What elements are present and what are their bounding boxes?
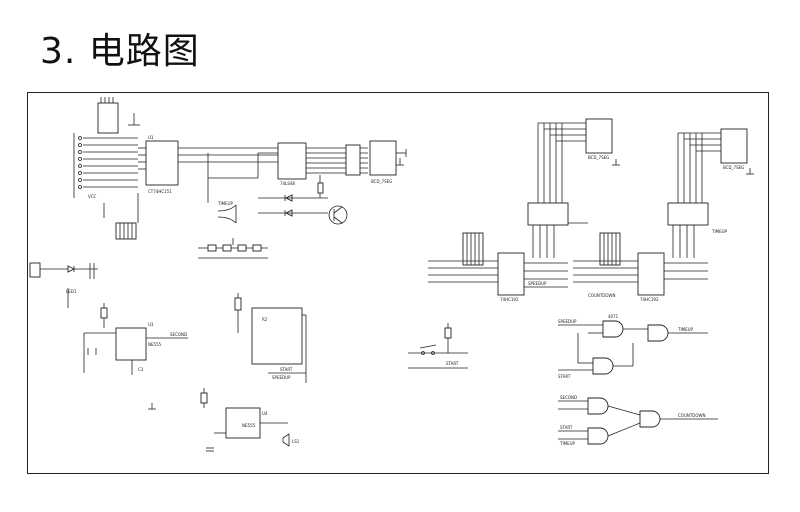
- u2-part: 74LS48: [280, 181, 295, 186]
- chip-u1: U1 CT74HC151: [137, 135, 278, 223]
- sig-speedup-3: SPEEDUP: [558, 319, 577, 324]
- u3-part: NE555: [148, 342, 162, 347]
- schematic-frame: U1 CT74HC151 74LS48 BCD_7SEG TIMEUP: [27, 92, 769, 474]
- page-title: 3. 电路图: [40, 31, 200, 72]
- power-input: LED1: [29, 262, 98, 308]
- start-button: START: [408, 323, 468, 369]
- logic-gates: SPEEDUP START TIMEUP 4071 SECOND START T…: [558, 314, 718, 446]
- buzzer-label: LS1: [292, 439, 300, 444]
- cnt-right-part: 74HC192: [640, 297, 659, 302]
- circuit-diagram: U1 CT74HC151 74LS48 BCD_7SEG TIMEUP: [29, 97, 754, 452]
- sig-second-2: SECOND: [560, 395, 577, 400]
- display-top-label: BCD_7SEG: [371, 179, 392, 184]
- sig-speedup-2: SPEEDUP: [528, 281, 547, 286]
- cnt-left-part: 74HC192: [500, 297, 519, 302]
- counter-block-left: 74HC192 SPEEDUP BCD_7SEG: [428, 118, 613, 302]
- sig-start-2: START: [446, 361, 459, 366]
- sig-vcc: VCC: [88, 194, 97, 199]
- sig-timeup-3: TIMEUP: [677, 327, 694, 332]
- sig-timeup-4: TIMEUP: [559, 441, 576, 446]
- counter-block-right: 74HC192 COUNTDOWN BCD_7SEG TIMEUP: [573, 128, 748, 302]
- u4-part: NE555: [242, 423, 256, 428]
- u4-label: U4: [262, 411, 268, 416]
- sig-countdown-1: COUNTDOWN: [588, 293, 615, 298]
- transistor-driver: TIMEUP: [217, 175, 348, 225]
- res-label: R2: [262, 317, 268, 322]
- display-left-label: BCD_7SEG: [588, 155, 609, 160]
- sig-timeup-2: TIMEUP: [711, 229, 728, 234]
- chip-u3-ne555: U3 NE555 SECOND C3: [83, 303, 188, 375]
- resistor-network: [198, 238, 268, 259]
- chip-middle-counter: START SPEEDUP: [234, 293, 307, 383]
- sig-start-1: START: [280, 367, 293, 372]
- display-left-top: BCD_7SEG: [369, 140, 407, 184]
- cap-label: C3: [138, 367, 144, 372]
- u1-label: U1: [148, 135, 154, 140]
- sig-start-3: START: [558, 374, 571, 379]
- display-right-label: BCD_7SEG: [723, 165, 744, 170]
- sig-countdown-2: COUNTDOWN: [678, 413, 705, 418]
- dip-switch-bank: [73, 97, 140, 240]
- sig-speedup-1: SPEEDUP: [272, 375, 291, 380]
- chip-u4-ne555: U4 NE555 LS1: [200, 388, 300, 452]
- ground-symbols: [148, 158, 754, 410]
- chip-u2-decoder: 74LS48: [207, 142, 368, 203]
- sig-start-4: START: [560, 425, 573, 430]
- led-label: LED1: [66, 289, 77, 294]
- sig-timeup: TIMEUP: [217, 201, 234, 206]
- u1-part: CT74HC151: [148, 189, 172, 194]
- gate-part-1: 4071: [608, 314, 619, 319]
- sig-second-1: SECOND: [170, 332, 187, 337]
- u3-label: U3: [148, 322, 154, 327]
